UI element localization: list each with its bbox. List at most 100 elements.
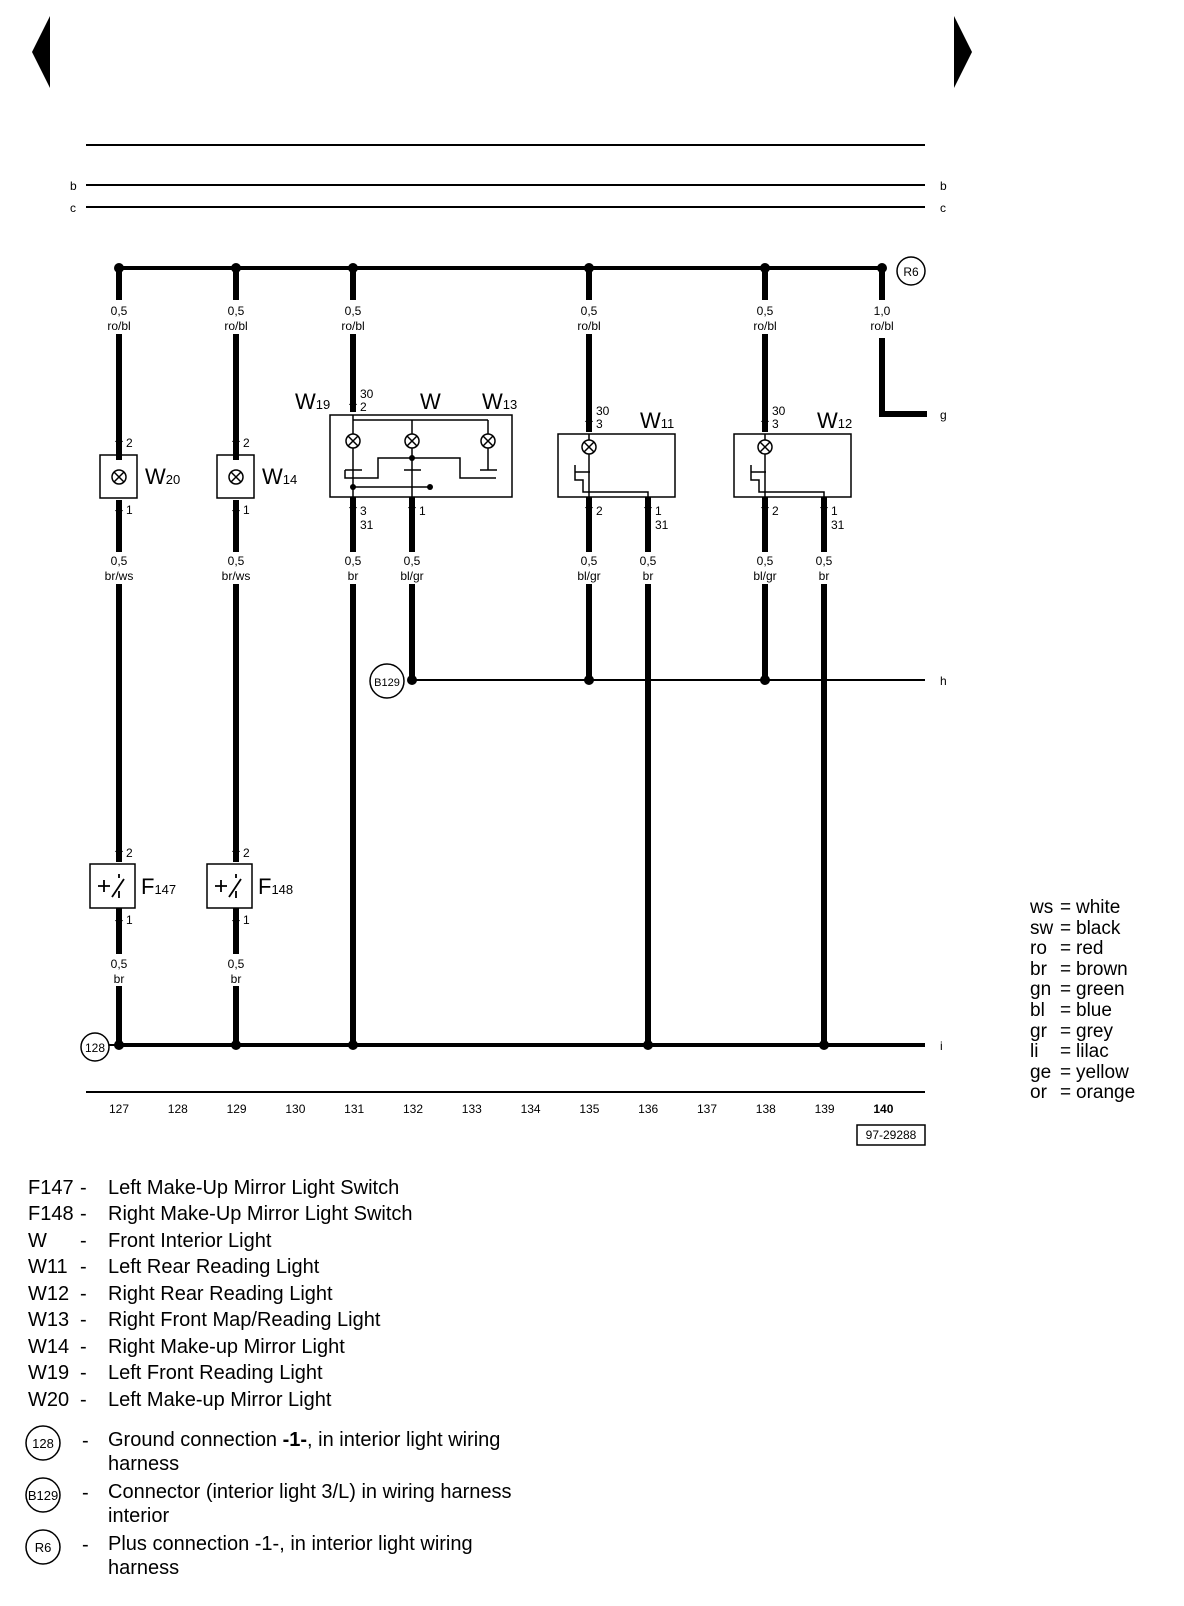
w14-box	[216, 454, 255, 499]
legend-row: W-Front Interior Light	[28, 1229, 272, 1252]
legend-row: W11-Left Rear Reading Light	[28, 1256, 320, 1279]
column-number: 129	[227, 1102, 247, 1116]
wire-label: br	[231, 972, 242, 986]
pin-label: 31	[655, 518, 669, 532]
wire-label: 0,5	[345, 304, 362, 318]
label-f147: F147	[141, 874, 176, 899]
connection-symbol-icon: 128	[18, 1422, 72, 1462]
wire-label: br/ws	[222, 569, 251, 583]
wire-label: 0,5	[640, 554, 657, 568]
pin-label: 1	[126, 503, 133, 517]
legend-row: F148-Right Make-Up Mirror Light Switch	[28, 1203, 413, 1226]
column-number: 131	[344, 1102, 364, 1116]
wire-label: br	[348, 569, 359, 583]
legend-row: W20-Left Make-up Mirror Light	[28, 1388, 332, 1411]
rail-h-right: h	[940, 674, 947, 688]
prev-page-arrow-icon[interactable]	[32, 16, 52, 88]
wire-label: 0,5	[816, 554, 833, 568]
pin-label: 30	[772, 404, 786, 418]
pin-label: 3	[772, 417, 779, 431]
column-number: 132	[403, 1102, 423, 1116]
w12-lamp-icon	[757, 439, 773, 455]
label-w: W	[420, 389, 441, 414]
wire-label: 0,5	[111, 554, 128, 568]
pin-label: 3	[596, 417, 603, 431]
wire-label: ro/bl	[577, 319, 600, 333]
wire-label: 0,5	[111, 304, 128, 318]
column-number: 134	[521, 1102, 541, 1116]
color-key-row: br=brown	[1030, 958, 1128, 980]
legend-row: W14-Right Make-up Mirror Light	[28, 1335, 345, 1358]
wire-label: bl/gr	[400, 569, 423, 583]
w-lamp-icon	[404, 433, 420, 449]
pin-label: 31	[360, 518, 374, 532]
wire-label: br/ws	[105, 569, 134, 583]
f148-switch-icon	[215, 874, 242, 898]
column-number: 127	[109, 1102, 129, 1116]
pin-label: 1	[831, 504, 838, 518]
svg-text:R6: R6	[35, 1540, 52, 1555]
color-key-row: ws=white	[1030, 897, 1121, 918]
svg-text:B129: B129	[28, 1488, 58, 1503]
front-light-box	[329, 414, 513, 498]
w19-lamp-icon	[345, 433, 361, 449]
column-number: 137	[697, 1102, 717, 1116]
column-number: 135	[579, 1102, 599, 1116]
label-w19: W19	[295, 389, 330, 414]
ref-b129-circle	[369, 663, 405, 699]
rail-b-left: b	[70, 179, 77, 193]
label-w14: W14	[262, 464, 297, 489]
pin-label: 2	[243, 846, 250, 860]
column-number: 128	[168, 1102, 188, 1116]
wire-label: 0,5	[111, 957, 128, 971]
rail-g-right: g	[940, 408, 947, 422]
legend-row: W13-Right Front Map/Reading Light	[28, 1309, 381, 1332]
wire-label: 0,5	[345, 554, 362, 568]
color-key-row: ro=red	[1030, 938, 1104, 960]
wire-label: ro/bl	[341, 319, 364, 333]
pin-label: 1	[243, 503, 250, 517]
w20-box	[99, 454, 138, 499]
connection-row: B129-Connector (interior light 3/L) in w…	[18, 1474, 548, 1527]
pin-label: 30	[360, 387, 374, 401]
wire-label: 1,0	[874, 304, 891, 318]
rail-b-right: b	[940, 179, 947, 193]
connection-symbol-icon: R6	[18, 1526, 72, 1566]
color-key-row: gn=green	[1030, 979, 1125, 1001]
label-w20: W20	[145, 464, 180, 489]
f147-switch-icon	[98, 874, 125, 898]
w11-lamp-icon	[581, 439, 597, 455]
next-page-arrow-icon[interactable]	[952, 16, 972, 88]
pin-label: 2	[772, 504, 779, 518]
column-number: 130	[285, 1102, 305, 1116]
pin-label: 2	[360, 400, 367, 414]
wire-label: bl/gr	[753, 569, 776, 583]
wire-label: ro/bl	[107, 319, 130, 333]
color-key-row: ge=yellow	[1030, 1061, 1129, 1083]
pin-label: 1	[419, 504, 426, 518]
wire-label: 0,5	[228, 554, 245, 568]
pin-label: 31	[831, 518, 845, 532]
column-number: 133	[462, 1102, 482, 1116]
color-key-row: gr=grey	[1030, 1020, 1113, 1042]
pin-label: 2	[126, 846, 133, 860]
column-number: 136	[638, 1102, 658, 1116]
column-number: 139	[815, 1102, 835, 1116]
ref-128-circle	[80, 1032, 110, 1062]
connection-row: R6-Plus connection -1-, in interior ligh…	[18, 1526, 548, 1579]
rail-c-right: c	[940, 201, 946, 215]
wire-label: 0,5	[757, 554, 774, 568]
color-key-row: sw=black	[1030, 917, 1121, 939]
f148-box	[206, 863, 253, 909]
pin-label: 1	[126, 913, 133, 927]
pin-label: 2	[126, 436, 133, 450]
connection-symbol-icon: B129	[18, 1474, 72, 1514]
label-w11: W11	[640, 408, 674, 433]
ref-128-label: 128	[85, 1041, 105, 1055]
pin-label: 1	[655, 504, 662, 518]
pin-label: 2	[596, 504, 603, 518]
rail-c-left: c	[70, 201, 76, 215]
legend-row: F147-Left Make-Up Mirror Light Switch	[28, 1176, 400, 1199]
